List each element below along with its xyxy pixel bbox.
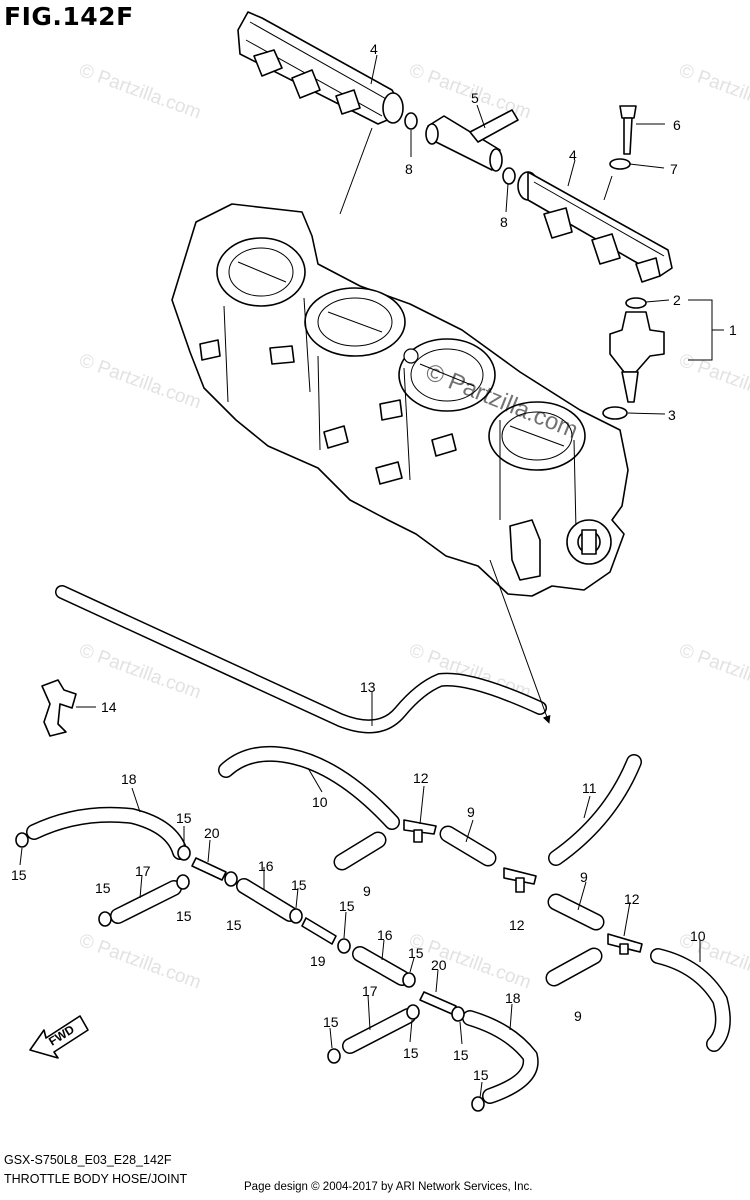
- watermark-text: © Partzilla.com: [76, 60, 203, 124]
- callout-12: 12: [509, 917, 525, 933]
- washer: [609, 158, 631, 170]
- callout-15: 15: [403, 1045, 419, 1061]
- model-code: GSX-S750L8_E03_E28_142F: [4, 1153, 172, 1167]
- callout-3: 3: [668, 407, 676, 423]
- page-credit: Page design © 2004-2017 by ARI Network S…: [244, 1181, 533, 1193]
- watermark-text: © Partzilla.com: [406, 930, 533, 994]
- callout-9: 9: [580, 869, 588, 885]
- fuel-joint-pipe: [425, 109, 519, 172]
- callout-15: 15: [323, 1014, 339, 1030]
- callout-15: 15: [226, 917, 242, 933]
- watermark-text: © Partzilla.com: [76, 350, 203, 414]
- hose-t-joint: [503, 867, 537, 893]
- hose-clips: [15, 832, 485, 1112]
- callout-19: 19: [310, 953, 326, 969]
- callout-9: 9: [574, 1008, 582, 1024]
- callout-15: 15: [408, 945, 424, 961]
- callout-numbers: 4 8 5 6 7 4 8 2 1 3 13 14 18 12 11 10 9 …: [11, 41, 737, 1083]
- hose-joint-pipe: [191, 857, 227, 881]
- callout-4: 4: [370, 41, 378, 57]
- o-ring-seal: [502, 167, 516, 185]
- callout-7: 7: [670, 161, 678, 177]
- hose-clamp-clip: [41, 679, 77, 737]
- vacuum-hose-curved: [650, 948, 731, 1052]
- hose-joint-pipe: [419, 991, 457, 1015]
- callout-8: 8: [500, 214, 508, 230]
- vacuum-hose-bent: [548, 754, 642, 866]
- callout-12: 12: [413, 770, 429, 786]
- vacuum-hose-short: [333, 831, 387, 871]
- callout-17: 17: [135, 863, 151, 879]
- hose-joint-pipe: [301, 917, 337, 945]
- callout-9: 9: [467, 804, 475, 820]
- callout-18: 18: [505, 990, 521, 1006]
- vacuum-hose-straight: [110, 880, 182, 924]
- breather-hose-long: [55, 585, 547, 734]
- vacuum-hose-straight: [352, 946, 410, 986]
- fig-title: FIG.142F: [4, 2, 134, 31]
- o-ring-seal: [404, 112, 418, 130]
- callout-13: 13: [360, 679, 376, 695]
- vacuum-hose-short: [439, 825, 497, 867]
- throttle-body-assembly: [171, 203, 629, 597]
- callout-16: 16: [258, 858, 274, 874]
- callout-15: 15: [473, 1067, 489, 1083]
- bolt: [619, 105, 637, 155]
- callout-4: 4: [569, 147, 577, 163]
- callout-8: 8: [405, 161, 413, 177]
- vacuum-hose-short: [545, 947, 603, 987]
- callout-15: 15: [11, 867, 27, 883]
- callout-1: 1: [729, 322, 737, 338]
- vacuum-hose-straight: [342, 1008, 416, 1054]
- injector-cushion-upper: [625, 297, 647, 309]
- callout-11: 11: [582, 780, 597, 796]
- vacuum-hose-u: [462, 1010, 539, 1104]
- callout-17: 17: [362, 983, 378, 999]
- callout-12: 12: [624, 891, 640, 907]
- callout-15: 15: [453, 1047, 469, 1063]
- vacuum-hose-u: [26, 806, 188, 860]
- forward-direction-arrow: FWD: [29, 1015, 89, 1059]
- callout-20: 20: [431, 957, 447, 973]
- section-name: THROTTLE BODY HOSE/JOINT: [4, 1172, 188, 1186]
- callout-6: 6: [673, 117, 681, 133]
- hose-t-joint: [607, 933, 643, 955]
- callout-2: 2: [673, 292, 681, 308]
- callout-5: 5: [471, 90, 479, 106]
- callout-15: 15: [176, 908, 192, 924]
- callout-15: 15: [339, 898, 355, 914]
- vacuum-hose-short: [547, 893, 605, 931]
- callout-9: 9: [363, 883, 371, 899]
- fuel-delivery-pipe-upper: [237, 11, 404, 125]
- watermark-text: © Partzilla.com: [676, 60, 750, 124]
- watermark-text: © Partzilla.com: [76, 930, 203, 994]
- callout-18: 18: [121, 771, 137, 787]
- callout-10: 10: [312, 794, 328, 810]
- fuel-delivery-pipe-lower: [517, 171, 673, 283]
- injector-cushion-lower: [602, 406, 628, 420]
- vacuum-hose-curved: [218, 745, 400, 830]
- hose-t-joint: [403, 819, 437, 843]
- fuel-injector: [609, 311, 665, 403]
- vacuum-hose-straight: [236, 878, 298, 922]
- callout-15: 15: [291, 877, 307, 893]
- callout-14: 14: [101, 699, 117, 715]
- watermark-text: © Partzilla.com: [676, 640, 750, 704]
- callout-16: 16: [377, 927, 393, 943]
- callout-10: 10: [690, 928, 706, 944]
- watermark-text: © Partzilla.com: [676, 350, 750, 414]
- leader-lines: [19, 54, 724, 1099]
- callout-20: 20: [204, 825, 220, 841]
- callout-15: 15: [176, 810, 192, 826]
- callout-15: 15: [95, 880, 111, 896]
